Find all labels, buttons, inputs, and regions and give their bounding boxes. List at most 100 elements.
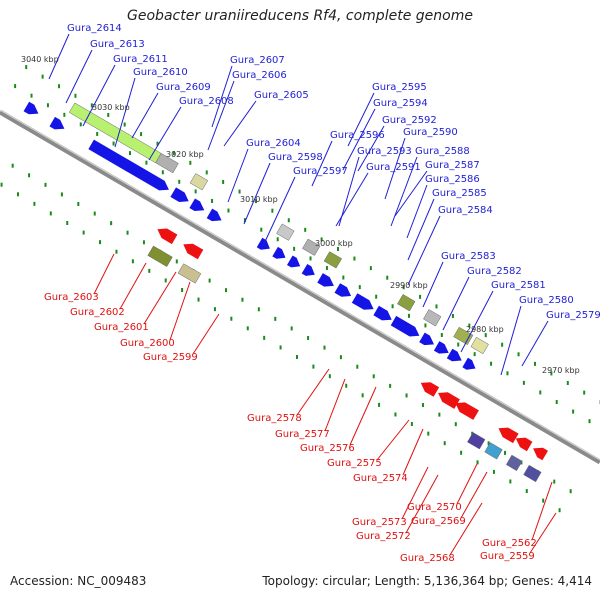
reverse-gene-label: Gura_2600 bbox=[120, 338, 175, 349]
forward-gene-arrow bbox=[419, 332, 434, 346]
forward-gene-arrow bbox=[433, 341, 449, 354]
forward-leader-line bbox=[390, 156, 418, 227]
forward-leader-line bbox=[211, 65, 233, 128]
forward-leader-line bbox=[407, 198, 435, 261]
reverse-gene-label: Gura_2578 bbox=[247, 413, 302, 424]
forward-gene-label: Gura_2597 bbox=[293, 166, 348, 177]
forward-leader-line bbox=[342, 108, 376, 171]
genome-summary-text: Topology: circular; Length: 5,136,364 bp… bbox=[262, 574, 592, 588]
genome-backbone bbox=[0, 109, 600, 465]
reverse-gene-label: Gura_2574 bbox=[353, 473, 408, 484]
reverse-gene-label: Gura_2576 bbox=[300, 443, 355, 454]
reverse-leader-line bbox=[402, 428, 424, 476]
reverse-leader-line bbox=[376, 419, 410, 461]
forward-leader-line bbox=[521, 320, 549, 367]
forward-gene-label: Gura_2583 bbox=[441, 251, 496, 262]
forward-gene-label: Gura_2591 bbox=[366, 162, 421, 173]
forward-gene-arrow bbox=[189, 198, 205, 211]
reverse-gene-arrow bbox=[157, 228, 178, 245]
forward-gene-arrow bbox=[23, 101, 39, 115]
reverse-gene-arrow bbox=[420, 382, 440, 397]
reverse-leader-line bbox=[529, 512, 557, 554]
forward-gene-label: Gura_2598 bbox=[268, 152, 323, 163]
reverse-leader-line bbox=[349, 386, 377, 446]
forward-leader-line bbox=[311, 140, 333, 187]
forward-gene-label: Gura_2614 bbox=[67, 23, 122, 34]
reverse-gene-label: Gura_2568 bbox=[400, 553, 455, 564]
scale-label: 3010 kbp bbox=[240, 195, 278, 204]
reverse-gene-feature bbox=[523, 464, 542, 483]
forward-gene-arrow bbox=[301, 264, 315, 276]
reverse-gene-arrow bbox=[183, 243, 204, 260]
reverse-leader-line bbox=[93, 253, 115, 295]
forward-gene-label: Gura_2607 bbox=[230, 55, 285, 66]
forward-leader-line bbox=[406, 184, 428, 239]
forward-gene-label: Gura_2587 bbox=[425, 160, 480, 171]
forward-gene-label: Gura_2596 bbox=[330, 130, 385, 141]
reverse-leader-line bbox=[324, 378, 346, 432]
forward-gene-label: Gura_2609 bbox=[156, 82, 211, 93]
forward-leader-line bbox=[82, 64, 116, 127]
scale-label: 3030 kbp bbox=[92, 103, 130, 112]
map-title: Geobacter uraniireducens Rf4, complete g… bbox=[127, 8, 473, 24]
forward-gene-label: Gura_2593 bbox=[357, 146, 412, 157]
forward-gene-arrow bbox=[49, 116, 65, 130]
reverse-gene-label: Gura_2599 bbox=[143, 352, 198, 363]
forward-gene-feature bbox=[323, 251, 343, 269]
forward-leader-line bbox=[460, 290, 494, 353]
forward-gene-label: Gura_2584 bbox=[438, 205, 493, 216]
reverse-gene-arrow bbox=[515, 437, 533, 452]
scale-label: 3020 kbp bbox=[166, 150, 204, 159]
forward-gene-feature bbox=[397, 294, 416, 312]
forward-leader-line bbox=[65, 49, 93, 104]
forward-gene-feature bbox=[423, 309, 442, 327]
forward-gene-label: Gura_2580 bbox=[519, 295, 574, 306]
forward-gene-label: Gura_2606 bbox=[232, 70, 287, 81]
reverse-gene-feature bbox=[177, 263, 202, 284]
scale-label: 3040 kbp bbox=[21, 55, 59, 64]
reverse-leader-line bbox=[296, 368, 330, 416]
forward-gene-feature bbox=[189, 173, 209, 191]
forward-leader-line bbox=[500, 305, 522, 376]
forward-gene-arrow bbox=[334, 283, 352, 297]
forward-gene-label: Gura_2582 bbox=[467, 266, 522, 277]
reverse-gene-label: Gura_2559 bbox=[480, 551, 535, 562]
reverse-gene-arrow bbox=[533, 447, 548, 461]
reverse-leader-line bbox=[169, 281, 191, 341]
forward-gene-label: Gura_2608 bbox=[179, 96, 234, 107]
reverse-gene-feature bbox=[505, 454, 523, 472]
forward-gene-label: Gura_2579 bbox=[546, 310, 600, 321]
forward-leader-line bbox=[243, 162, 271, 225]
forward-gene-feature bbox=[155, 152, 179, 174]
forward-gene-label: Gura_2590 bbox=[403, 127, 458, 138]
reverse-gene-label: Gura_2573 bbox=[352, 517, 407, 528]
forward-leader-line bbox=[407, 215, 441, 286]
forward-gene-arrow bbox=[256, 237, 270, 250]
forward-leader-line bbox=[384, 137, 406, 200]
forward-gene-label: Gura_2613 bbox=[90, 39, 145, 50]
reverse-gene-label: Gura_2562 bbox=[482, 538, 537, 549]
reverse-leader-line bbox=[143, 271, 177, 325]
reverse-gene-label: Gura_2572 bbox=[356, 531, 411, 542]
forward-gene-label: Gura_2595 bbox=[372, 82, 427, 93]
forward-gene-label: Gura_2604 bbox=[246, 138, 301, 149]
reverse-gene-label: Gura_2569 bbox=[411, 516, 466, 527]
forward-gene-feature bbox=[470, 336, 489, 355]
forward-gene-feature bbox=[302, 238, 321, 256]
scale-label: 3000 kbp bbox=[315, 239, 353, 248]
forward-gene-feature bbox=[276, 223, 295, 241]
forward-gene-label: Gura_2610 bbox=[133, 67, 188, 78]
forward-leader-line bbox=[114, 77, 136, 148]
forward-gene-label: Gura_2585 bbox=[432, 188, 487, 199]
forward-leader-line bbox=[338, 156, 360, 227]
forward-gene-label: Gura_2588 bbox=[415, 146, 470, 157]
forward-gene-label: Gura_2581 bbox=[491, 280, 546, 291]
forward-leader-line bbox=[227, 148, 249, 203]
forward-gene-arrow bbox=[88, 139, 169, 191]
forward-gene-arrow bbox=[351, 293, 374, 310]
scale-label: 2980 kbp bbox=[466, 325, 504, 334]
reverse-gene-arrow bbox=[455, 402, 479, 420]
forward-leader-line bbox=[347, 92, 375, 147]
reverse-gene-feature bbox=[467, 432, 486, 450]
